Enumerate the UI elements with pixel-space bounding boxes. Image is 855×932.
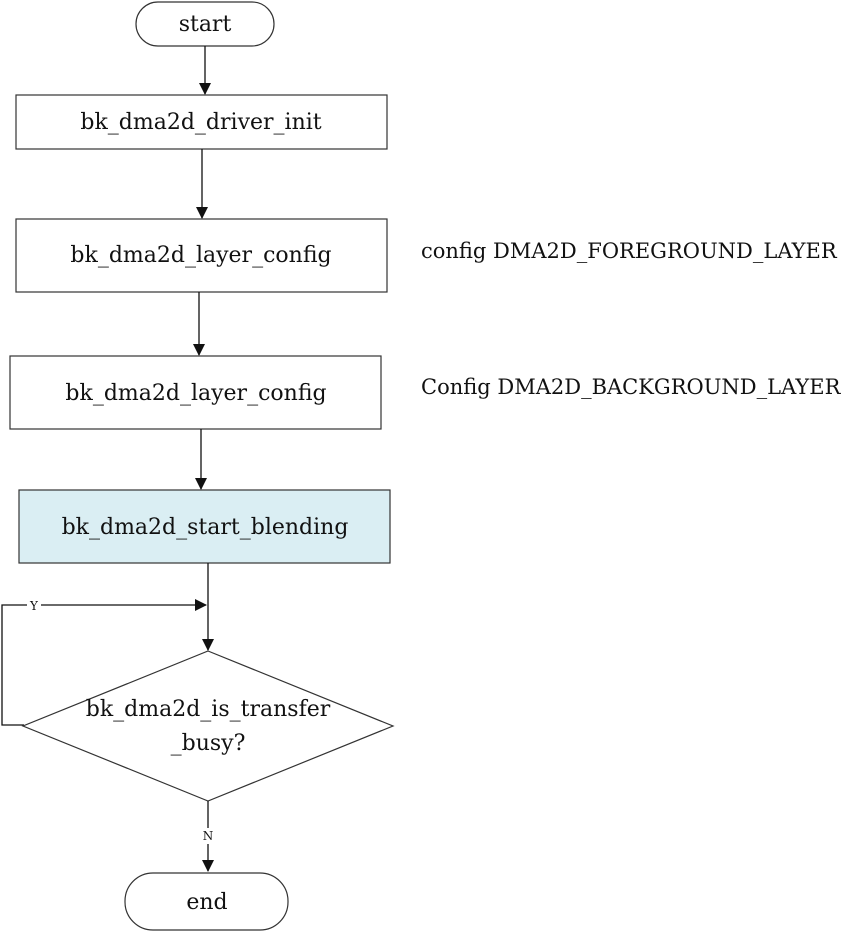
no-label: N <box>203 829 214 843</box>
end-label: end <box>186 890 227 915</box>
process-layer-config-background: bk_dma2d_layer_config <box>9 355 382 430</box>
layer-config-bg-label: bk_dma2d_layer_config <box>65 381 326 406</box>
yes-label: Y <box>29 599 39 613</box>
yes-label-bg <box>27 598 41 612</box>
process-layer-config-foreground: bk_dma2d_layer_config <box>15 218 388 293</box>
start-label: start <box>179 12 232 37</box>
start-blending-label: bk_dma2d_start_blending <box>62 515 349 540</box>
driver-init-label: bk_dma2d_driver_init <box>80 110 321 135</box>
decision-label-line2: _busy? <box>171 731 246 756</box>
note-foreground: config DMA2D_FOREGROUND_LAYER <box>421 239 838 263</box>
layer-config-fg-label: bk_dma2d_layer_config <box>70 243 331 268</box>
no-label-bg <box>200 828 216 844</box>
decision-label-line1: bk_dma2d_is_transfer <box>86 697 331 722</box>
note-background: Config DMA2D_BACKGROUND_LAYER <box>421 375 842 399</box>
edge-loop-yes <box>1 599 207 726</box>
start-terminal: start <box>135 1 275 47</box>
end-terminal: end <box>124 872 289 931</box>
decision-transfer-busy: bk_dma2d_is_transfer _busy? <box>21 650 395 802</box>
process-driver-init: bk_dma2d_driver_init <box>15 94 388 150</box>
process-start-blending: bk_dma2d_start_blending <box>18 489 391 564</box>
